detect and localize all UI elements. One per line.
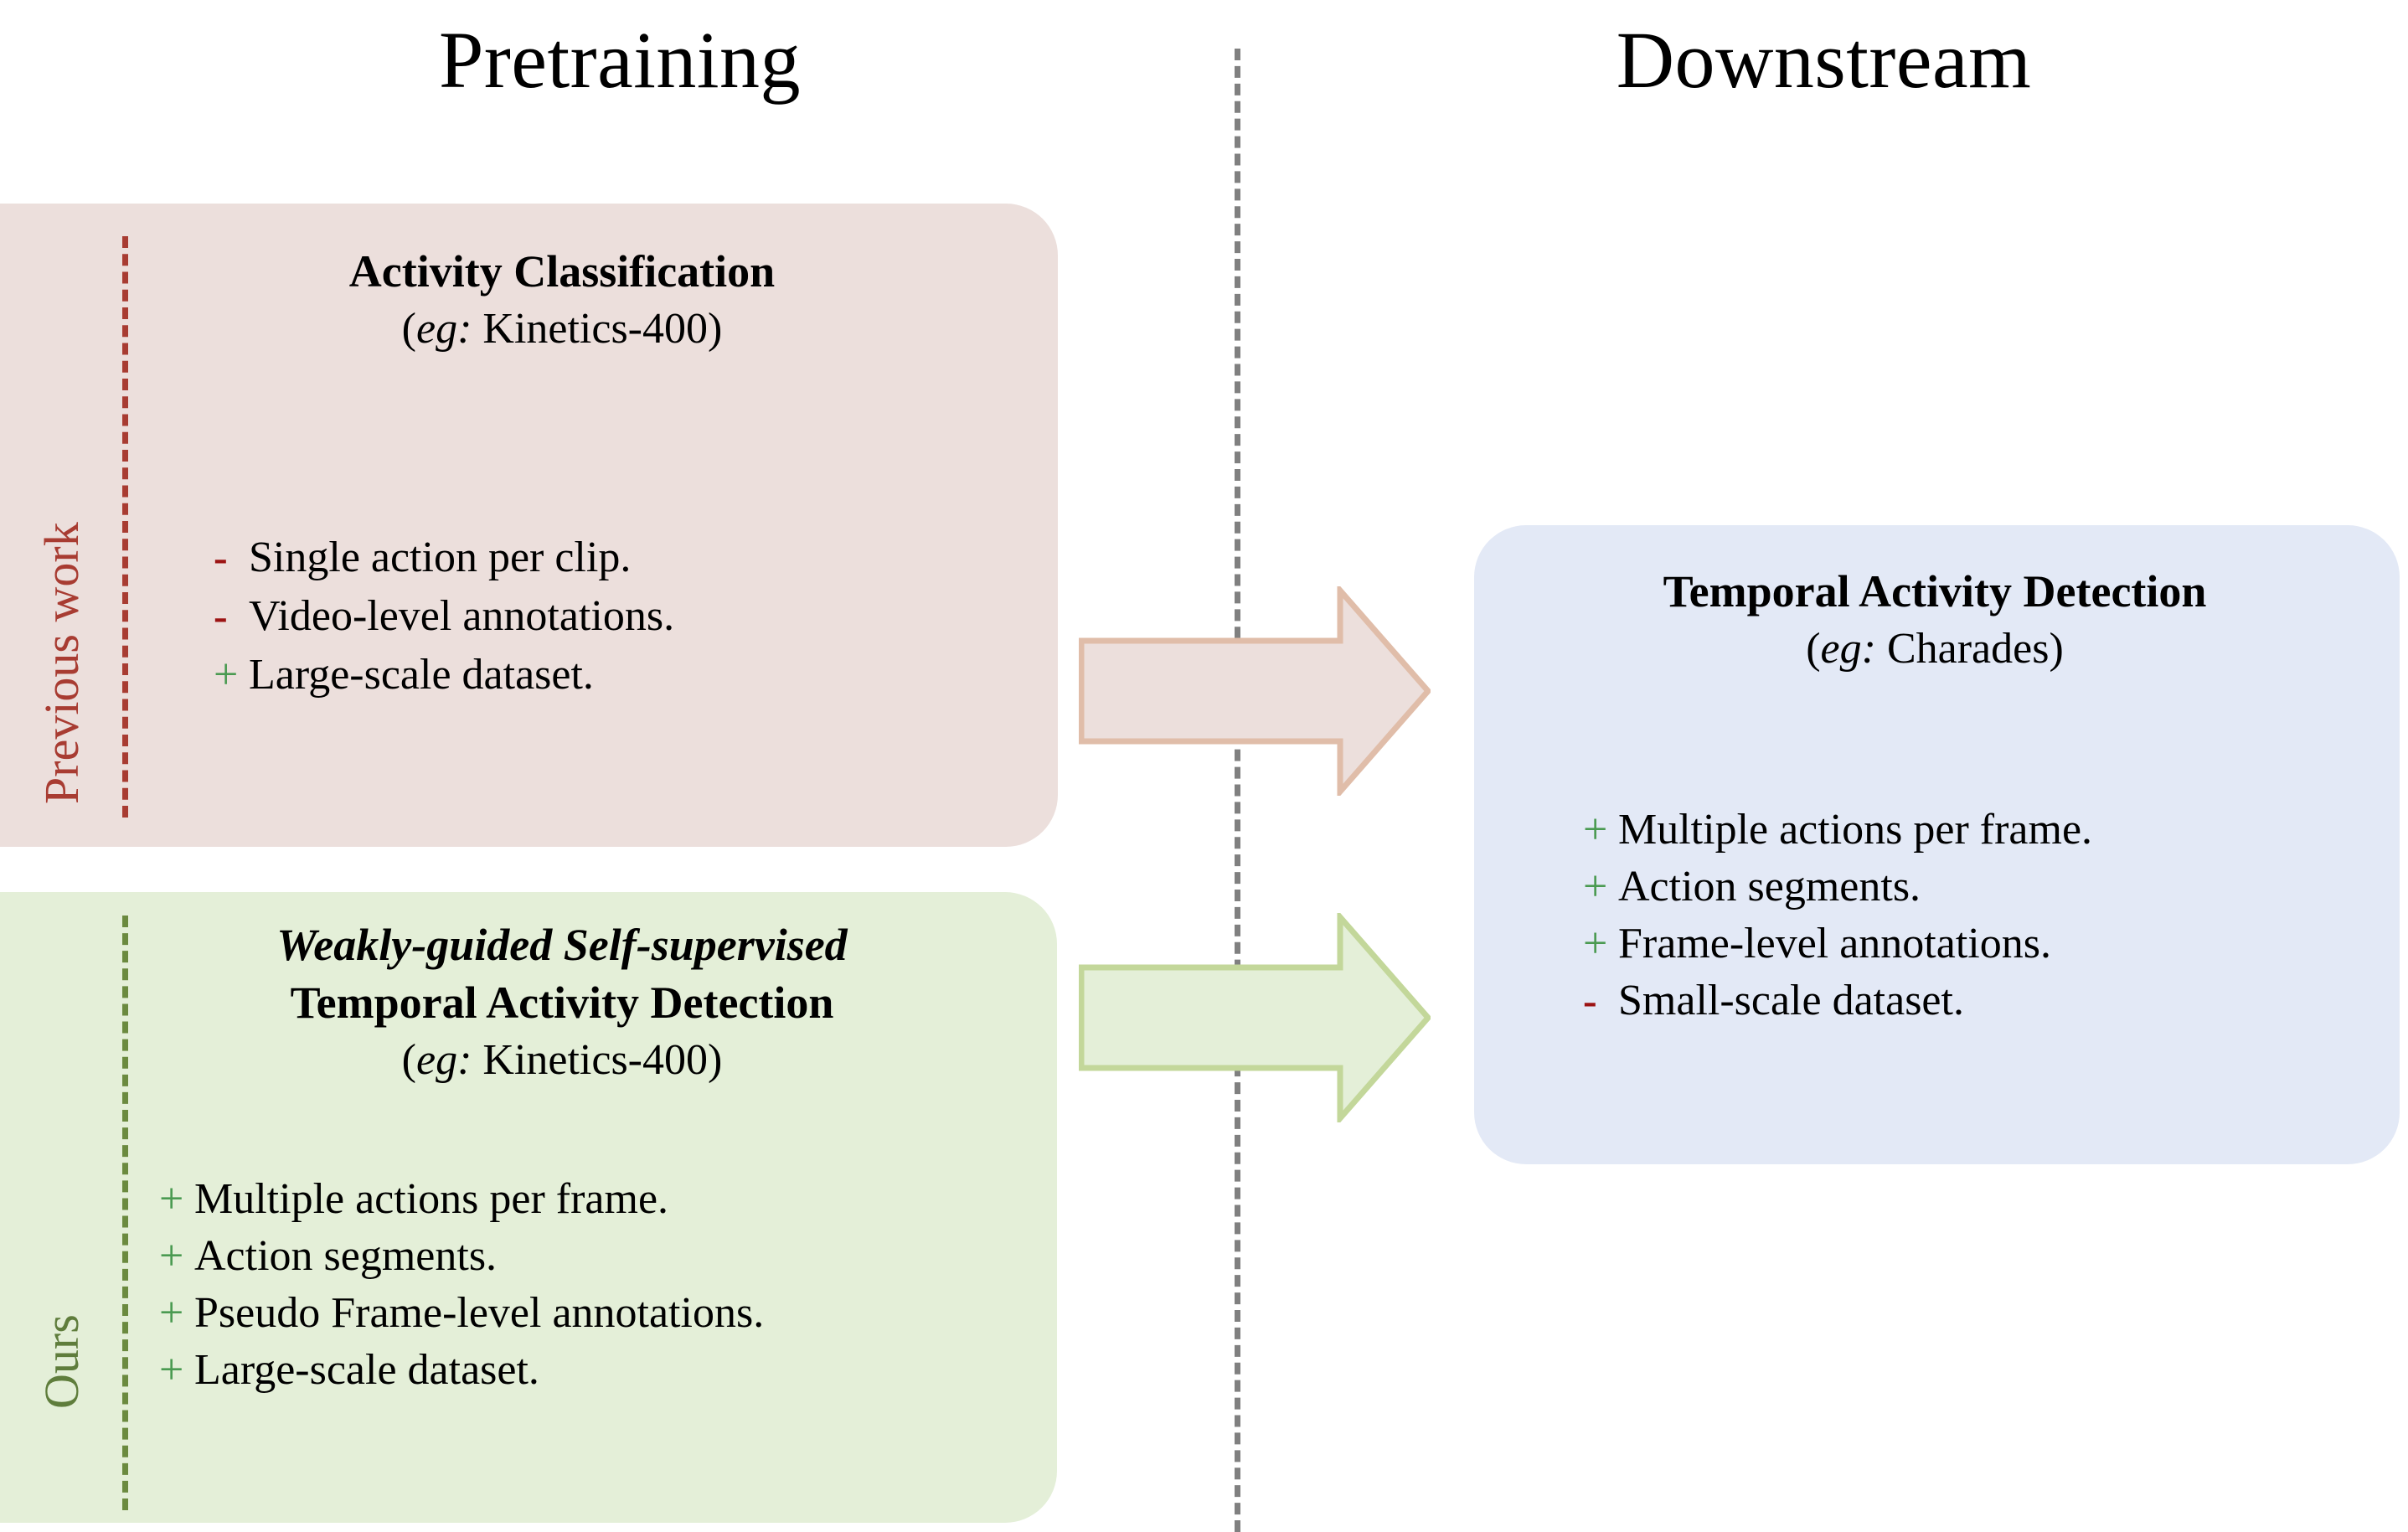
list-item-label: Small-scale dataset. <box>1618 977 1964 1024</box>
side-label-previous-work: Previous work <box>34 522 89 804</box>
downstream-title: Temporal Activity Detection <box>1663 566 2207 616</box>
eg-value: Kinetics-400 <box>472 1036 708 1085</box>
list-item: - Small-scale dataset. <box>1583 979 2092 1023</box>
list-item: + Action segments. <box>159 1235 764 1278</box>
plus-icon: + <box>1583 863 1608 910</box>
plus-icon: + <box>1583 806 1608 854</box>
list-item: + Multiple actions per frame. <box>1583 808 2092 852</box>
ours-title-block: Weakly-guided Self-supervised Temporal A… <box>122 916 1002 1089</box>
paren-open: ( <box>401 1036 416 1085</box>
list-item-label: Large-scale dataset. <box>249 651 594 699</box>
minus-icon: - <box>1583 977 1597 1024</box>
list-item-label: Pseudo Frame-level annotations. <box>194 1289 765 1337</box>
paren-close: ) <box>708 305 723 353</box>
downstream-bullet-list: + Multiple actions per frame. + Action s… <box>1583 808 2092 1036</box>
side-label-ours: Ours <box>34 1314 89 1409</box>
minus-icon: - <box>214 534 228 580</box>
eg-value: Kinetics-400 <box>472 305 708 353</box>
previous-work-title-block: Activity Classification (eg: Kinetics-40… <box>122 243 1002 358</box>
downstream-title-block: Temporal Activity Detection (eg: Charade… <box>1499 563 2370 678</box>
ours-title-line1: Weakly-guided Self-supervised <box>276 920 848 970</box>
list-item: + Action segments. <box>1583 865 2092 909</box>
list-item-label: Large-scale dataset. <box>194 1346 539 1394</box>
list-item-label: Multiple actions per frame. <box>1618 806 2093 854</box>
paren-close: ) <box>2049 625 2064 673</box>
paren-close: ) <box>708 1036 723 1085</box>
column-header-downstream: Downstream <box>1616 15 2032 105</box>
previous-work-dashed-guide <box>122 236 128 818</box>
list-item-label: Action segments. <box>194 1232 498 1280</box>
ours-example: (eg: Kinetics-400) <box>122 1032 1002 1089</box>
eg-prefix: eg: <box>415 1036 472 1085</box>
panel-previous-work <box>0 204 1058 847</box>
column-header-pretraining: Pretraining <box>438 15 802 105</box>
eg-value: Charades <box>1875 625 2050 673</box>
plus-icon: + <box>159 1175 184 1223</box>
downstream-example: (eg: Charades) <box>1499 621 2370 678</box>
arrow-ours-to-downstream-icon <box>1078 909 1432 1127</box>
previous-work-bullet-list: - Single action per clip. - Video-level … <box>214 536 674 712</box>
list-item-label: Video-level annotations. <box>249 592 675 640</box>
list-item: + Large-scale dataset. <box>159 1349 764 1392</box>
arrow-previous-to-downstream-icon <box>1078 582 1432 800</box>
eg-prefix: eg: <box>415 305 472 353</box>
list-item-label: Single action per clip. <box>249 534 632 581</box>
eg-prefix: eg: <box>1820 625 1876 673</box>
list-item: + Large-scale dataset. <box>214 653 674 697</box>
list-item: - Single action per clip. <box>214 536 674 580</box>
ours-bullet-list: + Multiple actions per frame. + Action s… <box>159 1178 764 1406</box>
paren-open: ( <box>1806 625 1821 673</box>
list-item-label: Action segments. <box>1618 863 1921 910</box>
plus-icon: + <box>214 651 239 699</box>
plus-icon: + <box>1583 920 1608 967</box>
list-item-label: Frame-level annotations. <box>1618 920 2051 967</box>
list-item: + Pseudo Frame-level annotations. <box>159 1292 764 1335</box>
ours-dashed-guide <box>122 916 128 1510</box>
plus-icon: + <box>159 1232 184 1280</box>
panel-ours <box>0 892 1057 1523</box>
list-item: + Frame-level annotations. <box>1583 922 2092 966</box>
minus-icon: - <box>214 592 228 639</box>
paren-open: ( <box>401 305 416 353</box>
ours-title-line2: Temporal Activity Detection <box>290 977 834 1029</box>
list-item: + Multiple actions per frame. <box>159 1178 764 1221</box>
previous-work-title: Activity Classification <box>348 246 776 297</box>
plus-icon: + <box>159 1346 184 1394</box>
panel-downstream <box>1474 525 2400 1164</box>
plus-icon: + <box>159 1289 184 1337</box>
center-dashed-divider <box>1235 49 1240 1532</box>
list-item-label: Multiple actions per frame. <box>194 1175 669 1223</box>
list-item: - Video-level annotations. <box>214 595 674 638</box>
previous-work-example: (eg: Kinetics-400) <box>122 301 1002 358</box>
